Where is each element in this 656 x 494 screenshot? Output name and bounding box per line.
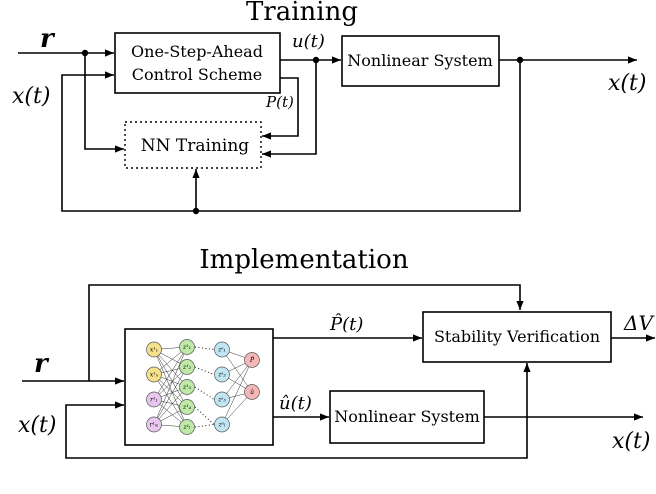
nn-node-label-output-0: P̂: [249, 357, 255, 364]
training-u-label: u(t): [292, 31, 325, 52]
impl-feedback-x-label: x(t): [18, 413, 56, 438]
training-u-to-nn-arrow: [262, 60, 317, 158]
neural-network-graphic: x¹₁ x¹ₙ r¹₁ r¹ₘ z¹₁ z¹₂ z¹₃ z¹₄ z¹ₗ zˢ₁ zˢ₂ zˢ₃ zˢₗ P…: [146, 339, 260, 435]
nn-node-circle-input-0: [146, 341, 162, 358]
nn-node-label-hidden1-4: z¹ₗ: [182, 424, 191, 431]
nn-node-hidden2-1: zˢ₂: [214, 366, 230, 383]
nn-node-circle-output-0: [244, 352, 260, 368]
stability-verification-box: [422, 311, 612, 363]
nn-node-input-0: x¹₁: [146, 341, 162, 358]
control-scheme-line2: Control Scheme: [132, 65, 262, 84]
nn-node-label-hidden1-3: z¹₄: [182, 404, 192, 411]
nn-node-circle-hidden1-2: [179, 379, 195, 395]
nn-node-circle-hidden2-3: [214, 416, 230, 433]
nn-node-input-2: r¹₁: [146, 391, 162, 408]
nn-edge-input-1-hidden1-4: [153, 374, 188, 428]
nn-edge-input-0-hidden1-4: [153, 349, 188, 428]
nn-hidden-gap-2: [194, 386, 215, 400]
nn-node-label-input-3: r¹ₘ: [150, 422, 159, 429]
nn-training-label: NN Training: [141, 136, 250, 156]
nn-node-circle-input-2: [146, 391, 162, 408]
nn-node-hidden1-1: z¹₂: [179, 359, 195, 375]
impl-input-r: r: [34, 349, 50, 379]
impl-output-x-label: x(t): [612, 429, 650, 454]
nn-edge-hidden2-3-output-0: [221, 359, 253, 425]
nn-node-circle-hidden2-2: [214, 391, 230, 408]
training-output-x-label: x(t): [608, 71, 646, 96]
impl-nonlinear-system-box: [329, 390, 485, 444]
nn-node-circle-hidden1-3: [179, 399, 195, 415]
nn-node-label-hidden2-2: zˢ₃: [217, 397, 226, 404]
impl-r-to-stability-arrow: [88, 284, 524, 381]
nn-node-label-output-1: û: [250, 389, 254, 396]
impl-nonlinear-system-label: Nonlinear System: [334, 407, 480, 426]
nn-node-circle-hidden2-0: [214, 341, 230, 358]
nn-edge-hidden2-2-output-0: [221, 359, 253, 400]
nn-edge-input-0-hidden1-2: [153, 349, 188, 388]
training-p-to-nn-arrow: [262, 77, 299, 140]
training-r-to-nn-arrow: [84, 53, 124, 153]
training-p-label: P(t): [265, 93, 294, 111]
nn-node-label-hidden1-1: z¹₂: [182, 364, 192, 371]
nn-node-hidden2-0: zˢ₁: [214, 341, 230, 358]
nn-node-input-1: x¹ₙ: [146, 366, 162, 383]
nn-edge-input-3-hidden1-0: [153, 346, 188, 425]
nn-node-hidden1-2: z¹₃: [179, 379, 195, 395]
training-feedback-loop: [61, 60, 521, 212]
nn-node-output-0: P̂: [244, 352, 260, 368]
nn-edge-hidden2-0-output-1: [221, 349, 253, 393]
nn-node-label-hidden1-2: z¹₃: [182, 384, 192, 391]
impl-u-hat-label: û(t): [279, 393, 312, 414]
impl-feedback-loop: [65, 401, 528, 459]
nn-node-hidden2-3: zˢₗ: [214, 416, 230, 433]
nn-node-label-input-1: x¹ₙ: [150, 372, 159, 379]
training-feedback-x-label: x(t): [12, 84, 50, 109]
nn-node-circle-output-1: [244, 384, 260, 400]
nn-edge-input-3-hidden1-2: [153, 386, 188, 425]
nn-node-input-3: r¹ₘ: [146, 416, 162, 433]
nn-node-circle-input-1: [146, 366, 162, 383]
impl-p-hat-label: P̂(t): [329, 313, 363, 335]
nn-edge-input-2-hidden1-0: [153, 346, 188, 400]
nn-edge-input-3-hidden1-1: [153, 366, 188, 425]
control-scheme-line1: One-Step-Ahead: [131, 42, 263, 61]
nn-node-hidden2-2: zˢ₃: [214, 391, 230, 408]
training-title: Training: [246, 0, 358, 27]
stability-verification-label: Stability Verification: [434, 327, 600, 346]
nn-node-hidden1-0: z¹₁: [179, 339, 195, 355]
nn-hidden-gap-3: [194, 406, 215, 425]
training-nonlinear-system-label: Nonlinear System: [347, 51, 493, 70]
nn-node-circle-input-3: [146, 416, 162, 433]
implementation-title: Implementation: [199, 245, 408, 275]
control-scheme-box: [114, 32, 281, 94]
nn-node-circle-hidden2-1: [214, 366, 230, 383]
nn-node-label-input-0: x¹₁: [150, 347, 158, 354]
nn-node-label-hidden2-0: zˢ₁: [217, 347, 226, 354]
nn-node-hidden1-4: z¹ₗ: [179, 419, 195, 435]
nn-node-circle-hidden1-0: [179, 339, 195, 355]
nn-node-label-hidden2-3: zˢₗ: [218, 422, 226, 429]
nn-node-circle-hidden1-1: [179, 359, 195, 375]
nn-node-label-hidden1-0: z¹₁: [182, 344, 191, 351]
nn-nodes: x¹₁ x¹ₙ r¹₁ r¹ₘ z¹₁ z¹₂ z¹₃ z¹₄ z¹ₗ zˢ₁ zˢ₂ zˢ₃ zˢₗ P…: [146, 339, 260, 435]
nn-node-label-hidden2-1: zˢ₂: [217, 372, 226, 379]
nn-node-hidden1-3: z¹₄: [179, 399, 195, 415]
nn-edge-input-0-hidden1-3: [153, 349, 188, 408]
nn-training-box: [124, 121, 262, 169]
training-input-r: r: [40, 24, 56, 54]
training-nonlinear-system-box: [341, 35, 500, 87]
nn-node-circle-hidden1-4: [179, 419, 195, 435]
impl-delta-v-label: ΔV: [623, 311, 655, 335]
nn-node-label-input-2: r¹₁: [150, 397, 158, 404]
nn-node-output-1: û: [244, 384, 260, 400]
